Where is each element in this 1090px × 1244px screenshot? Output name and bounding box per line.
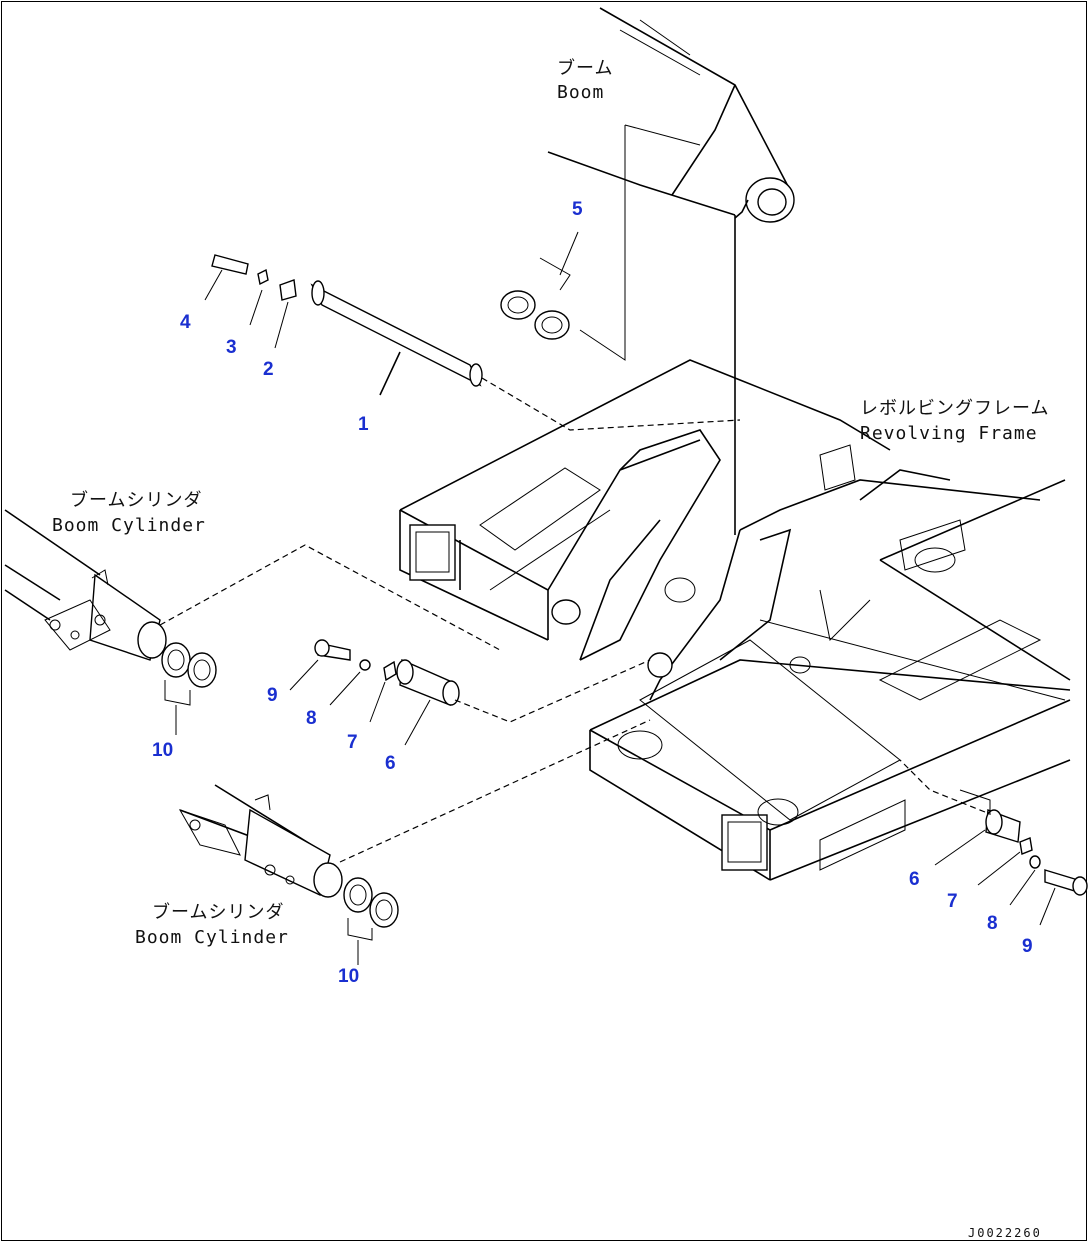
lower-boom-cylinder-label-en: Boom Cylinder [135,927,289,948]
callout-10-upper[interactable]: 10 [152,740,174,761]
callout-2[interactable]: 2 [263,359,274,380]
callout-1[interactable]: 1 [358,414,369,435]
center-pin-group-drawing [289,639,651,746]
callout-9-right[interactable]: 9 [1022,936,1033,957]
shims-drawing [500,231,579,340]
lower-boom-cylinder-drawing [178,719,651,965]
boom-label-ja: ブーム [557,58,614,79]
callout-6-center[interactable]: 6 [385,753,396,774]
callout-8-center[interactable]: 8 [306,708,317,729]
upper-boom-cylinder-drawing [4,509,501,735]
right-pin-group-drawing [899,759,1088,926]
revolving-frame-label-ja: レボルビングフレーム [860,398,1050,419]
callout-9-center[interactable]: 9 [267,685,278,706]
boom-drawing [547,7,795,535]
callout-4[interactable]: 4 [180,312,191,333]
drawing-code: J0022260 [968,1226,1042,1240]
callout-8-right[interactable]: 8 [987,913,998,934]
revolving-frame-label-en: Revolving Frame [860,423,1038,444]
callout-10-lower[interactable]: 10 [338,966,360,987]
callout-6-right[interactable]: 6 [909,869,920,890]
upper-boom-cylinder-label-ja: ブームシリンダ [70,490,203,511]
upper-boom-cylinder-label-en: Boom Cylinder [52,515,206,536]
boom-label-en: Boom [557,82,605,103]
callout-3[interactable]: 3 [226,337,237,358]
boom-pin-drawing [204,254,741,431]
callout-7-right[interactable]: 7 [947,891,958,912]
callout-5[interactable]: 5 [572,199,583,220]
lower-boom-cylinder-label-ja: ブームシリンダ [152,902,285,923]
revolving-frame-drawing [399,359,1071,881]
callout-7-center[interactable]: 7 [347,732,358,753]
